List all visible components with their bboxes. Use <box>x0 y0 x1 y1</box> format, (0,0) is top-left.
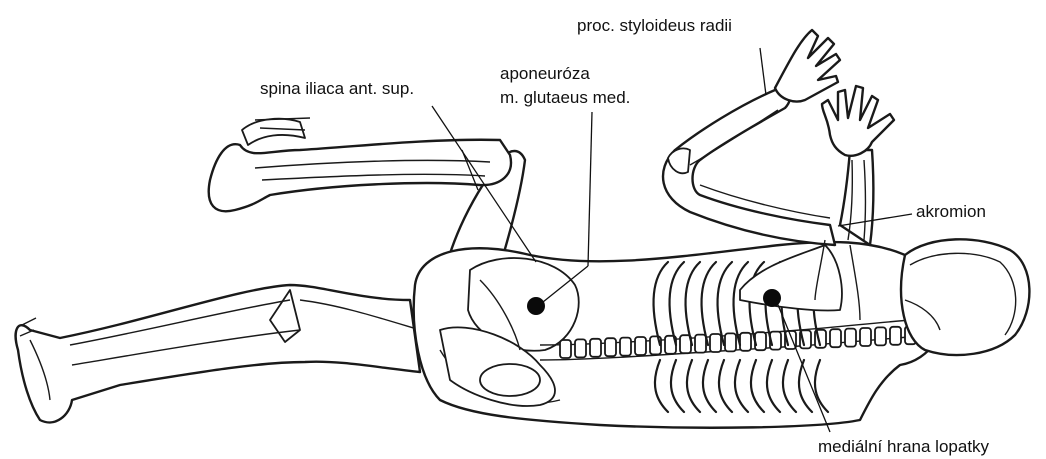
label-spina-iliaca: spina iliaca ant. sup. <box>260 79 414 99</box>
label-akromion: akromion <box>916 202 986 222</box>
vertebra <box>740 333 751 351</box>
vertebra <box>830 329 841 347</box>
vertebra <box>725 333 736 351</box>
vertebra <box>875 327 886 345</box>
vertebra <box>635 337 646 355</box>
leader-proc-styloideus <box>760 48 766 95</box>
vertebra <box>590 339 601 357</box>
upper-arm <box>663 30 840 245</box>
lower-leg <box>16 285 420 422</box>
head <box>901 239 1029 355</box>
label-proc-styloideus-radii: proc. styloideus radii <box>577 16 732 36</box>
vertebra <box>575 339 586 357</box>
vertebra <box>710 334 721 352</box>
vertebra <box>860 328 871 346</box>
vertebra <box>890 327 901 345</box>
vertebra <box>605 338 616 356</box>
marker-dot-gluteus <box>527 297 545 315</box>
vertebra <box>620 338 631 356</box>
vertebra <box>560 340 571 358</box>
vertebra <box>755 332 766 350</box>
label-medialni-hrana-lopatky: mediální hrana lopatky <box>818 437 989 457</box>
vertebra <box>845 329 856 347</box>
vertebra <box>695 335 706 353</box>
label-aponeurosis-line1: aponeuróza <box>500 64 590 84</box>
marker-dot-scapula <box>763 289 781 307</box>
leader-aponeurosis <box>588 112 592 266</box>
label-aponeurosis-line2: m. glutaeus med. <box>500 88 630 108</box>
